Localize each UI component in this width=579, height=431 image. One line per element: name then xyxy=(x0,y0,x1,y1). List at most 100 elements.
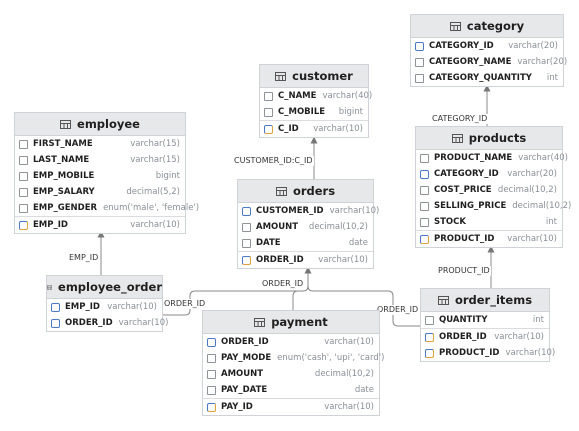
table-title: category xyxy=(466,19,525,33)
column-name: PAY_MODE xyxy=(221,353,272,363)
primary-key-row[interactable]: ORDER_ID varchar(10) xyxy=(238,251,373,268)
column-type: varchar(20) xyxy=(517,57,568,67)
column-type: varchar(10) xyxy=(494,332,544,342)
column-row[interactable]: LAST_NAME varchar(15) xyxy=(15,152,185,168)
column-name: CATEGORY_ID xyxy=(429,41,494,51)
column-icon xyxy=(19,155,28,165)
primary-key-row[interactable]: PAY_ID varchar(10) xyxy=(203,398,379,415)
column-name: C_MOBILE xyxy=(278,107,326,117)
foreign-key-icon xyxy=(242,206,251,216)
column-type: decimal(10,2) xyxy=(497,185,557,195)
foreign-key-icon xyxy=(420,169,429,179)
table-icon xyxy=(47,284,53,290)
column-name: PAY_ID xyxy=(221,402,253,412)
column-type: varchar(10) xyxy=(318,255,368,265)
link-label-product-id: PRODUCT_ID xyxy=(437,266,491,276)
column-name: SELLING_PRICE xyxy=(434,201,507,211)
link-order-id-left xyxy=(163,266,312,316)
column-icon xyxy=(207,385,216,395)
column-name: AMOUNT xyxy=(221,369,264,379)
primary-key-icon xyxy=(264,124,273,134)
column-row[interactable]: SELLING_PRICE decimal(10,2) xyxy=(416,198,571,214)
column-name: PRODUCT_ID xyxy=(434,234,495,244)
column-type: bigint xyxy=(155,171,180,181)
table-employee-order[interactable]: employee_order EMP_ID varchar(10) ORDER_I… xyxy=(46,275,168,332)
table-category[interactable]: category CATEGORY_ID varchar(20) CATEGORY… xyxy=(410,14,567,87)
table-icon xyxy=(254,317,266,327)
column-type: decimal(10,2) xyxy=(512,201,572,211)
column-row[interactable]: ORDER_ID varchar(10) xyxy=(421,328,549,345)
column-icon xyxy=(420,217,429,227)
link-label-order-id-right: ORDER_ID xyxy=(376,305,420,315)
column-name: ORDER_ID xyxy=(439,332,487,342)
table-title: orders xyxy=(292,184,336,198)
link-label-emp-id: EMP_ID xyxy=(68,253,100,263)
column-name: COST_PRICE xyxy=(434,185,492,195)
column-row[interactable]: CATEGORY_ID varchar(20) xyxy=(411,38,563,54)
table-header: employee xyxy=(15,113,185,136)
column-row[interactable]: CATEGORY_NAME varchar(20) xyxy=(411,54,567,70)
column-row[interactable]: EMP_ID varchar(10) xyxy=(47,299,162,315)
table-title: employee_order xyxy=(58,280,162,294)
column-name: PRODUCT_NAME xyxy=(434,153,513,163)
column-row[interactable]: C_MOBILE bigint xyxy=(260,104,368,120)
table-title: order_items xyxy=(454,293,533,307)
column-row[interactable]: PAY_DATE date xyxy=(203,382,379,398)
column-type: varchar(15) xyxy=(130,155,180,165)
column-type: varchar(10) xyxy=(107,302,157,312)
primary-key-icon xyxy=(207,402,216,412)
primary-key-icon xyxy=(425,332,434,342)
column-name: CATEGORY_NAME xyxy=(429,57,512,67)
column-icon xyxy=(264,91,273,101)
column-name: PAY_DATE xyxy=(221,385,268,395)
column-type: varchar(10) xyxy=(324,402,374,412)
foreign-key-icon xyxy=(207,337,216,347)
column-name: ORDER_ID xyxy=(221,337,269,347)
column-name: CATEGORY_QUANTITY xyxy=(429,73,532,83)
key-icon xyxy=(415,41,424,51)
column-name: STOCK xyxy=(434,217,466,227)
column-name: LAST_NAME xyxy=(33,155,90,165)
column-type: varchar(20) xyxy=(508,41,558,51)
column-name: EMP_ID xyxy=(65,302,100,312)
column-row[interactable]: EMP_MOBILE bigint xyxy=(15,168,185,184)
column-row[interactable]: COST_PRICE decimal(10,2) xyxy=(416,182,562,198)
column-type: varchar(20) xyxy=(507,169,557,179)
table-icon xyxy=(275,71,287,81)
column-type: date xyxy=(354,385,374,395)
column-name: EMP_MOBILE xyxy=(33,171,95,181)
table-header: order_items xyxy=(421,289,549,312)
column-icon xyxy=(207,369,216,379)
column-type: bigint xyxy=(338,107,363,117)
column-type: decimal(5,2) xyxy=(126,187,180,197)
column-type: varchar(10) xyxy=(130,220,180,230)
column-name: ORDER_ID xyxy=(256,255,304,265)
column-icon xyxy=(264,107,273,117)
